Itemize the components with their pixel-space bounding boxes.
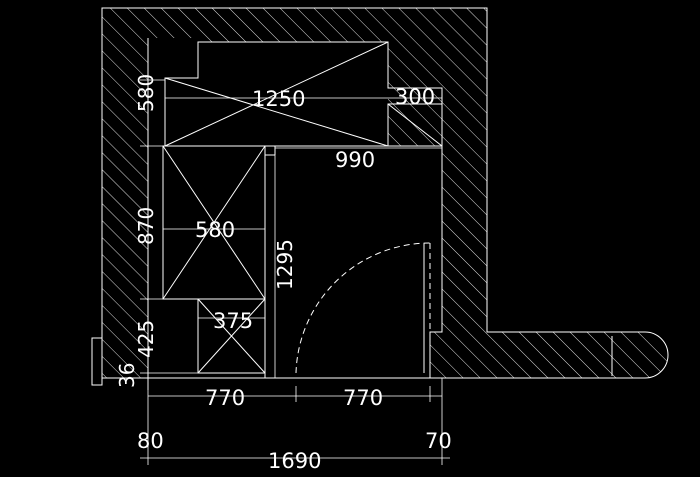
dimension-lines xyxy=(140,38,450,465)
dim-990: 990 xyxy=(335,148,375,172)
dim-375: 375 xyxy=(213,309,253,333)
dim-70: 70 xyxy=(425,429,452,453)
dim-1250: 1250 xyxy=(252,87,305,111)
left-cabinet xyxy=(162,145,276,300)
dim-770-left: 770 xyxy=(205,386,245,410)
dim-425: 425 xyxy=(134,320,158,358)
dim-770-right: 770 xyxy=(343,386,383,410)
dim-580-vertical: 580 xyxy=(134,74,158,112)
dim-580-horizontal: 580 xyxy=(195,218,235,242)
dim-1295: 1295 xyxy=(273,239,297,290)
dim-80: 80 xyxy=(137,429,164,453)
wall-hatch xyxy=(91,7,669,386)
dim-870: 870 xyxy=(134,207,158,245)
top-cabinet xyxy=(164,41,443,147)
dim-36: 36 xyxy=(115,363,139,388)
dim-300: 300 xyxy=(395,85,435,109)
dim-1690: 1690 xyxy=(268,449,321,473)
door-swing xyxy=(295,242,431,374)
small-cabinet xyxy=(197,298,266,378)
dimension-labels: 1250 300 990 580 870 580 1295 375 425 36… xyxy=(115,74,452,473)
